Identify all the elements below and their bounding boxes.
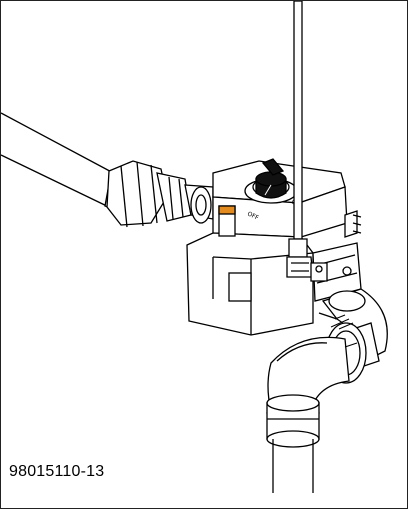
union-fitting [106, 160, 214, 228]
outlet-elbow [266, 288, 388, 493]
pilot-tube [286, 1, 328, 282]
warning-label [218, 205, 236, 215]
detail-strokes [330, 314, 358, 348]
knob-off-label: OFF [246, 210, 260, 221]
inlet-pipe [1, 112, 120, 210]
figure-id-label: 98015110-13 [9, 463, 105, 480]
